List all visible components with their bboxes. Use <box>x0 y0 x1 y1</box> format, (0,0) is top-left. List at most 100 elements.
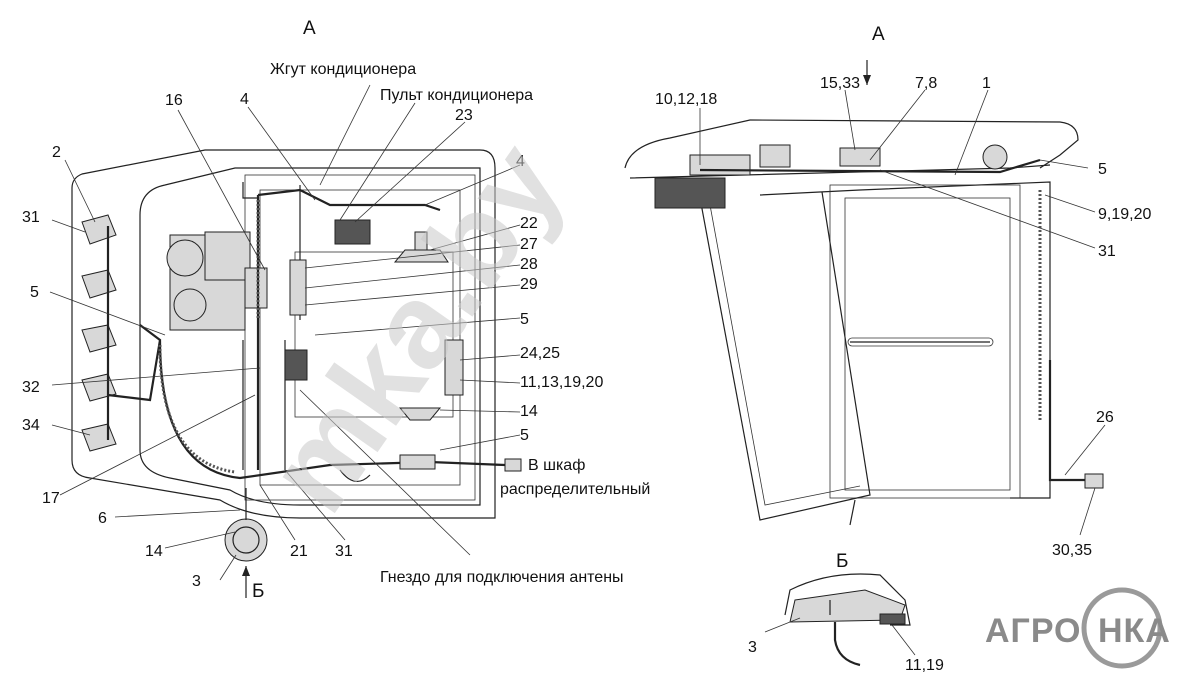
callout-5-low: 5 <box>520 427 529 444</box>
antenna-lead <box>339 469 371 482</box>
opened-door-inner <box>709 204 861 506</box>
door-frame-inner <box>844 197 1011 491</box>
radio-unit <box>444 339 464 396</box>
logo-text: АГРО <box>985 612 1082 650</box>
detail-roof-panel <box>789 589 906 623</box>
view-b-arrowhead <box>242 566 250 576</box>
roof-outline <box>624 119 1079 169</box>
opened-door <box>699 191 871 521</box>
cabinet-connector <box>399 454 436 470</box>
connector-strip <box>289 259 307 316</box>
cabinet-label-2: распределительный <box>500 481 650 498</box>
callout-32: 32 <box>22 379 40 396</box>
lamp-5 <box>81 423 117 452</box>
left-view <box>49 84 522 598</box>
callout-34: 34 <box>22 417 40 434</box>
callout-5-mid: 5 <box>520 311 529 328</box>
ac-unit <box>654 177 726 209</box>
duct <box>759 144 791 168</box>
callout-31-left: 31 <box>22 209 40 226</box>
leader-lines-left <box>49 84 521 581</box>
lamp-2 <box>81 269 117 299</box>
harness-top <box>242 182 258 199</box>
side-plug <box>1084 473 1104 489</box>
antenna-base <box>224 518 268 562</box>
callout-31-right: 31 <box>1098 243 1116 260</box>
detail-roof <box>784 573 911 626</box>
callout-5-left: 5 <box>30 284 39 301</box>
side-bracket <box>244 267 268 309</box>
callout-1: 1 <box>982 75 991 92</box>
cab-frame <box>759 181 1051 499</box>
cab-outline-inner <box>139 167 481 506</box>
callout-26: 26 <box>1096 409 1114 426</box>
right-view <box>624 60 1106 536</box>
callout-31-bottom: 31 <box>335 543 353 560</box>
callout-14-right: 14 <box>520 403 538 420</box>
fan-motor-lower <box>173 288 207 322</box>
control-panel-label: Пульт кондиционера <box>380 87 533 104</box>
ac-control-panel <box>334 219 371 245</box>
callout-7-8: 7,8 <box>915 75 937 92</box>
callout-16: 16 <box>165 92 183 109</box>
callout-3-detail: 3 <box>748 639 757 656</box>
view-b-title: Б <box>836 551 848 572</box>
callout-11-19: 11,19 <box>905 657 944 674</box>
callout-23: 23 <box>455 107 473 124</box>
junction-box <box>284 349 308 381</box>
callout-2: 2 <box>52 144 61 161</box>
callout-21: 21 <box>290 543 308 560</box>
detail-leader-11 <box>891 624 916 656</box>
door-wire <box>849 499 856 526</box>
callout-27: 27 <box>520 236 538 253</box>
cabinet-label-1: В шкаф <box>528 457 585 474</box>
cabinet-plug <box>504 458 522 472</box>
harness-label: Жгут кондиционера <box>270 61 416 78</box>
callout-11-13-19-20: 11,13,19,20 <box>520 374 603 391</box>
lamp-1 <box>81 214 117 245</box>
speaker-top-mount <box>414 231 428 251</box>
agronka-logo: АГРО НКА <box>985 587 1171 669</box>
fan-motor <box>166 239 204 277</box>
leader-lines-right <box>699 89 1106 536</box>
door-handle <box>847 337 994 347</box>
detail-cable <box>833 622 861 667</box>
callout-4-a: 4 <box>240 91 249 108</box>
callout-28: 28 <box>520 256 538 273</box>
callout-30-35: 30,35 <box>1052 542 1092 559</box>
view-b-arrow-label: Б <box>252 581 264 602</box>
lamp-3 <box>81 324 117 353</box>
cab-outline-outer <box>71 149 496 519</box>
side-harness <box>1048 360 1095 482</box>
logo-text-tail: НКА <box>1098 612 1171 650</box>
lamp-4 <box>81 373 117 402</box>
callout-4-b: 4 <box>516 153 525 170</box>
detail-leader-3 <box>764 617 801 633</box>
detail-connector <box>879 613 906 625</box>
callout-3-left: 3 <box>192 573 201 590</box>
work-lamps <box>81 214 117 452</box>
callout-5-right: 5 <box>1098 161 1107 178</box>
cab-roof-hatch <box>294 251 454 418</box>
callout-9-19-20: 9,19,20 <box>1098 206 1151 223</box>
antenna-base-inner <box>232 526 260 554</box>
door-frame-outer <box>829 184 1021 499</box>
logo-ring <box>1081 587 1163 669</box>
callout-22: 22 <box>520 215 538 232</box>
relay-block <box>839 147 881 167</box>
callout-24-25: 24,25 <box>520 345 560 362</box>
callout-6: 6 <box>98 510 107 527</box>
fan-housing <box>689 154 751 176</box>
callout-15-33: 15,33 <box>820 75 860 92</box>
roof-harness <box>699 158 1041 174</box>
antenna-label: Гнездо для подключения антены <box>380 569 624 586</box>
harness-sleeve-1 <box>158 344 236 474</box>
view-a-arrowhead <box>863 75 871 85</box>
callout-10-12-18: 10,12,18 <box>655 91 717 108</box>
beacon <box>982 144 1008 170</box>
callout-17: 17 <box>42 490 60 507</box>
heater-block <box>204 231 251 281</box>
cab-floor-frame <box>244 174 476 501</box>
